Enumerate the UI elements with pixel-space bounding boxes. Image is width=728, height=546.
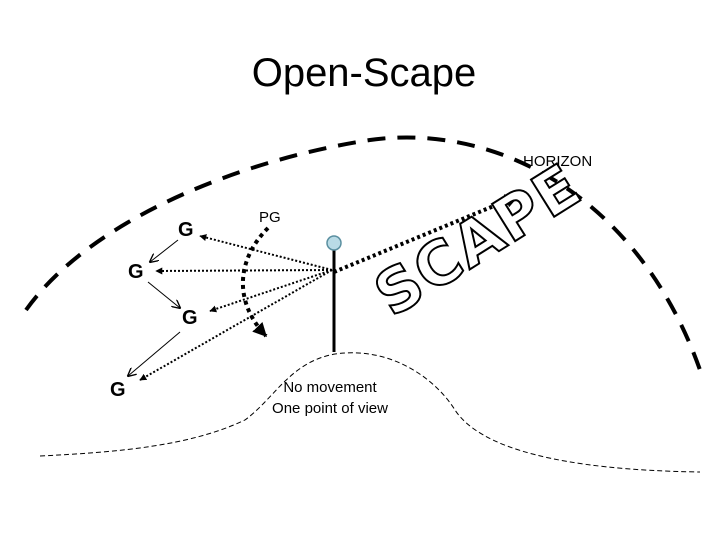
g-marker-3: G [182,307,198,329]
pg-label: PG [259,209,281,226]
viewpoint-marker [326,235,342,251]
gaze-arrow-1 [199,234,333,271]
g-marker-1: G [178,219,194,241]
g-link-1 [150,239,179,262]
horizon-label: HORIZON [523,153,592,170]
g-link-3 [128,331,181,376]
pg-arc-arrow [241,226,270,338]
g-marker-4: G [110,379,126,401]
horizon-line [24,135,702,371]
ground-line [39,352,701,473]
page-title: Open-Scape [252,51,477,95]
g-marker-2: G [128,261,144,283]
g-link-2 [147,281,180,308]
caption-line-1: No movement [283,379,377,396]
gaze-arrow-3 [209,269,333,313]
gaze-arrow-4 [139,269,333,381]
scape-label: SCAPE [363,150,594,331]
caption-line-2: One point of view [272,400,388,417]
